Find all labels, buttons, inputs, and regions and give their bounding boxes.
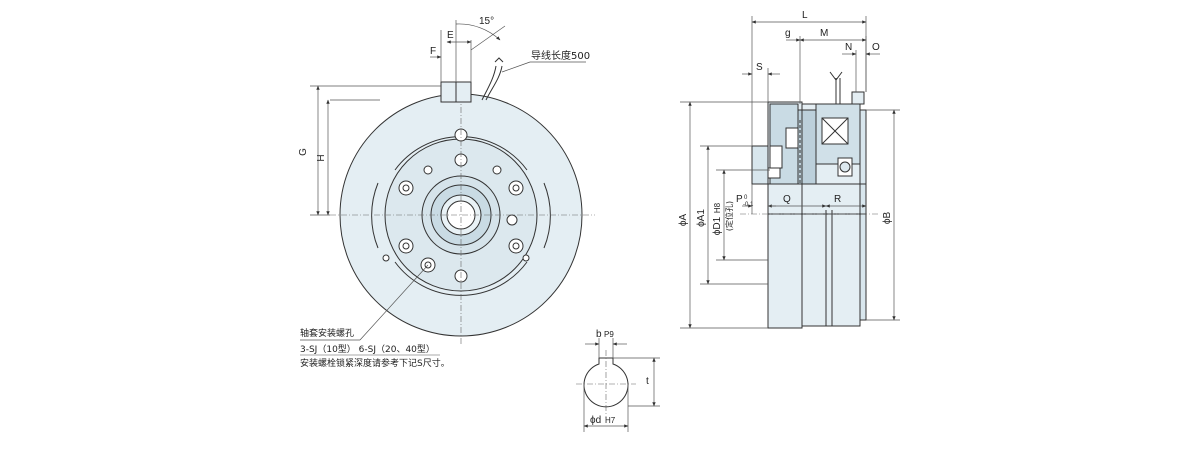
arc-slot-right: [543, 182, 551, 249]
dim-S-label: S: [756, 62, 763, 73]
locating-hole-label: (定位孔): [724, 201, 734, 231]
arc-slot-left: [371, 182, 379, 249]
hub-left: [751, 145, 769, 185]
note-line2: 3-SJ（10型） 6-SJ（20、40型）: [300, 344, 435, 355]
side-dimensions: [680, 16, 900, 329]
dim-L-label: L: [802, 10, 808, 21]
keyway-t-label: t: [646, 376, 649, 387]
dim-N-label: N: [845, 42, 852, 53]
keyway-h7-label: H7: [605, 416, 616, 425]
front-dimensions: [300, 20, 586, 341]
dim-H8-label: H8: [713, 202, 722, 213]
dim-phiA-label: ϕA: [678, 214, 689, 227]
dim-F-label: F: [430, 46, 436, 57]
note-line3: 安装螺栓锁紧深度请参考下记S尺寸。: [300, 357, 450, 369]
keyway-d-label: ϕd: [590, 415, 601, 426]
lead-wire-label: 导线长度500: [531, 49, 590, 62]
lead-wire: [481, 65, 503, 101]
dim-Q-label: Q: [783, 194, 791, 205]
side-section-view: [740, 71, 880, 329]
keyway-p9-label: P9: [604, 330, 614, 339]
dim-E-label: E: [447, 30, 454, 41]
dim-g-label: g: [785, 28, 791, 39]
note-line1: 轴套安装螺孔: [300, 327, 354, 339]
dim-P-label: P: [736, 194, 743, 205]
dim-G-label: G: [298, 148, 309, 156]
stator-plate: [859, 109, 867, 321]
keyway-bore: [583, 357, 629, 408]
keyway-view: [576, 350, 636, 418]
keyway-b-label: b: [596, 329, 602, 340]
dim-phiD1-label: ϕD1: [712, 216, 723, 235]
bolt-holes: [382, 128, 530, 283]
dim-phiA1-label: ϕA1: [696, 209, 707, 227]
dim-phiB-label: ϕB: [882, 212, 893, 225]
dim-R-label: R: [834, 194, 841, 205]
dim-M-label: M: [820, 28, 828, 39]
dim-P-tol-top: 0: [744, 195, 748, 201]
dim-angle-label: 15°: [479, 16, 494, 27]
dim-H-label: H: [316, 154, 327, 161]
front-view: [330, 57, 595, 345]
dim-O-label: O: [872, 42, 880, 53]
dim-P-tol-bottom: -0.1: [743, 202, 754, 208]
